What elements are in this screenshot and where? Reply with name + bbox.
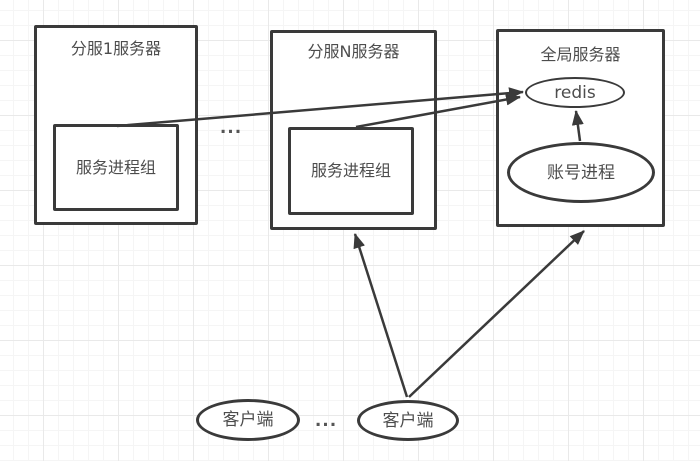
redis-node: redis (525, 77, 625, 108)
edge-client-to-global (408, 230, 585, 398)
client-left-label: 客户端 (222, 410, 274, 430)
server1-process-group-box: 服务进程组 (53, 124, 179, 211)
serverN-title: 分服N服务器 (307, 42, 400, 61)
client-left-node: 客户端 (196, 399, 300, 441)
server1-process-group-label: 服务进程组 (75, 157, 156, 177)
global-server-title: 全局服务器 (540, 45, 621, 64)
clients-ellipsis: ... (314, 411, 338, 431)
serverN-process-group-label: 服务进程组 (310, 161, 391, 180)
serverN-process-group-box: 服务进程组 (288, 127, 414, 215)
servers-ellipsis: ... (219, 118, 243, 138)
client-right-label: 客户端 (382, 410, 434, 431)
client-right-node: 客户端 (357, 400, 459, 441)
account-process-label: 账号进程 (547, 162, 615, 183)
server1-title: 分服1服务器 (70, 39, 162, 58)
edge-client-to-serverN (353, 233, 409, 398)
redis-label: redis (554, 82, 596, 103)
account-process-node: 账号进程 (507, 142, 655, 203)
